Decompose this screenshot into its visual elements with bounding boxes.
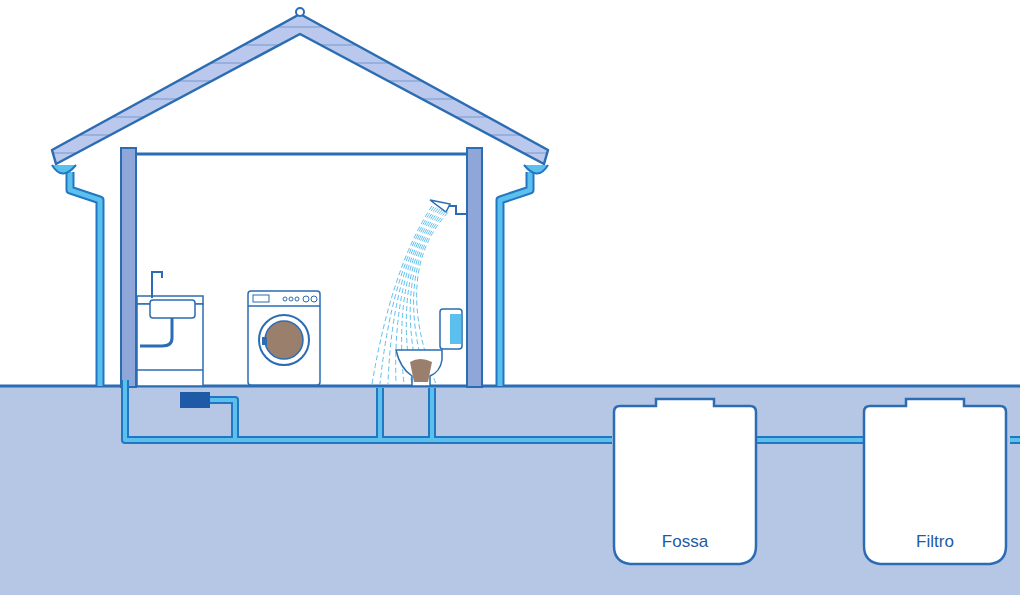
tank: Filtro (860, 396, 1010, 566)
tank-label-row: Filtro (860, 532, 1010, 552)
tank: Fossa (610, 396, 760, 566)
tank-body (864, 399, 1006, 564)
tank-label-row: Fossa (610, 532, 760, 552)
tank-label: Filtro (916, 532, 954, 551)
pipe-stroke (755, 438, 865, 442)
tank-body (614, 399, 756, 564)
pipe-stroke (755, 436, 865, 444)
pipe-connector (755, 440, 865, 441)
tank-label: Fossa (662, 532, 708, 551)
